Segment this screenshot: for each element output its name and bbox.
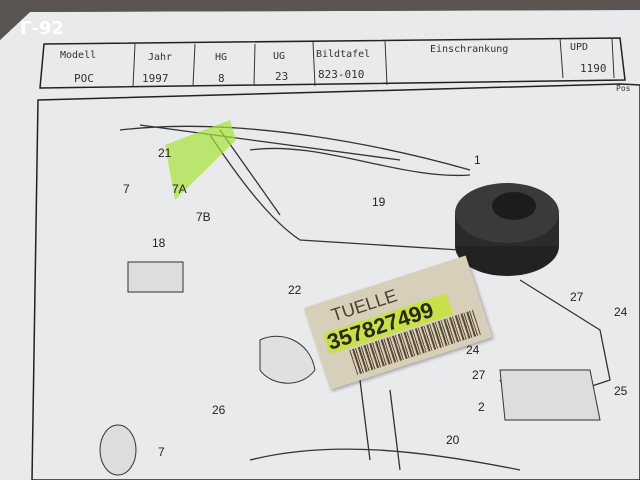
callout: 24: [614, 305, 628, 319]
callout: 7: [158, 445, 165, 459]
callout: 2: [478, 400, 485, 414]
callout: 1: [474, 153, 481, 167]
val-upd: 1190: [580, 62, 607, 75]
pos-label: Pos: [616, 84, 631, 93]
callout: 21: [158, 146, 172, 160]
callout: 26: [212, 403, 226, 417]
callout: 7A: [172, 182, 187, 196]
col-jahr: Jahr: [148, 52, 173, 63]
callout: 18: [152, 236, 166, 250]
col-einschrankung: Einschrankung: [430, 44, 509, 55]
callout: 20: [446, 433, 460, 447]
col-upd: UPD: [570, 42, 589, 53]
callout: 27: [570, 290, 584, 304]
watermark: Г-92: [20, 18, 64, 39]
val-hg: 8: [218, 72, 225, 85]
callout: 7: [123, 182, 130, 196]
callout: 25: [614, 384, 628, 398]
callout: 22: [288, 283, 302, 297]
col-modell: Modell: [60, 50, 97, 61]
callout: 27: [472, 368, 486, 382]
val-bildtafel: 823-010: [318, 68, 365, 81]
val-ug: 23: [275, 70, 289, 83]
col-ug: UG: [273, 51, 286, 62]
rubber-grommet: [455, 183, 559, 276]
callout: 24: [466, 343, 480, 357]
callout: 19: [372, 195, 386, 209]
val-jahr: 1997: [142, 72, 169, 85]
col-bildtafel: Bildtafel: [316, 49, 371, 60]
val-modell: POC: [74, 72, 94, 85]
col-hg: HG: [215, 52, 228, 63]
callout: 7B: [196, 210, 211, 224]
